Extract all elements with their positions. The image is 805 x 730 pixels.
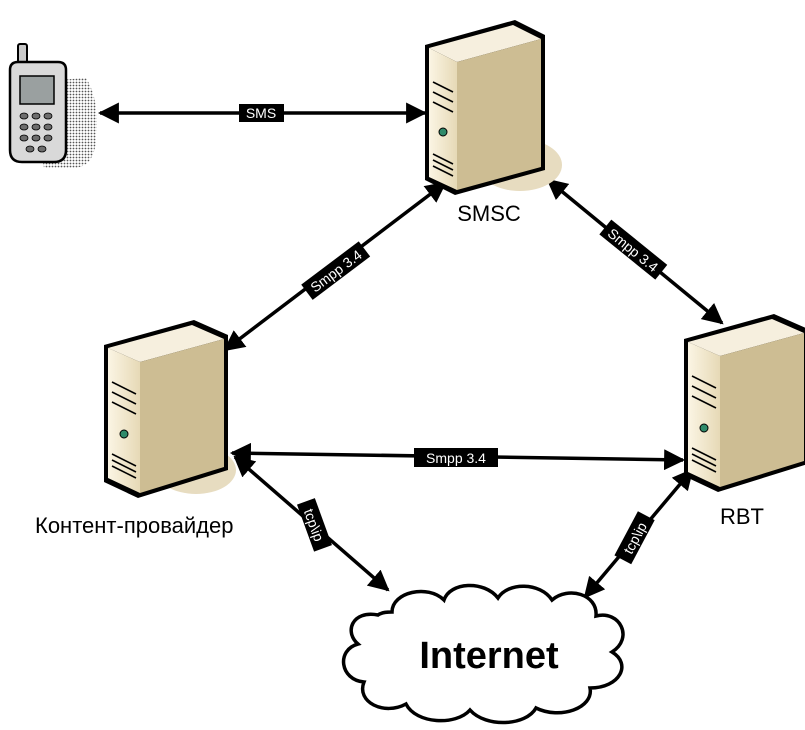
edge-label-smpp-content-rbt: Smpp 3.4 bbox=[414, 448, 498, 467]
internet-cloud-icon: Internet bbox=[341, 583, 625, 725]
smsc-server-icon bbox=[425, 20, 562, 195]
content-provider-label: Контент-провайдер bbox=[35, 513, 233, 538]
rbt-server-icon bbox=[684, 314, 805, 492]
edge-label-sms-text: SMS bbox=[246, 105, 276, 121]
edge-label-smpp-smsc-rbt-text: Smpp 3.4 bbox=[605, 225, 662, 275]
mobile-phone-icon bbox=[8, 43, 97, 168]
edge-label-tcpip-rbt: tcp\ip bbox=[614, 511, 655, 565]
smsc-label: SMSC bbox=[457, 201, 521, 226]
edge-label-smpp-content-rbt-text: Smpp 3.4 bbox=[426, 450, 486, 466]
edge-label-smpp-smsc-content: Smpp 3.4 bbox=[301, 241, 371, 300]
rbt-label: RBT bbox=[720, 504, 764, 529]
internet-label: Internet bbox=[419, 635, 559, 677]
edge-label-sms: SMS bbox=[239, 104, 284, 122]
edge-label-smpp-smsc-content-text: Smpp 3.4 bbox=[307, 246, 365, 295]
edge-label-tcpip-content: tcp\ip bbox=[296, 498, 332, 552]
edge-label-smpp-smsc-rbt: Smpp 3.4 bbox=[599, 219, 668, 280]
content-provider-server-icon bbox=[104, 320, 236, 498]
